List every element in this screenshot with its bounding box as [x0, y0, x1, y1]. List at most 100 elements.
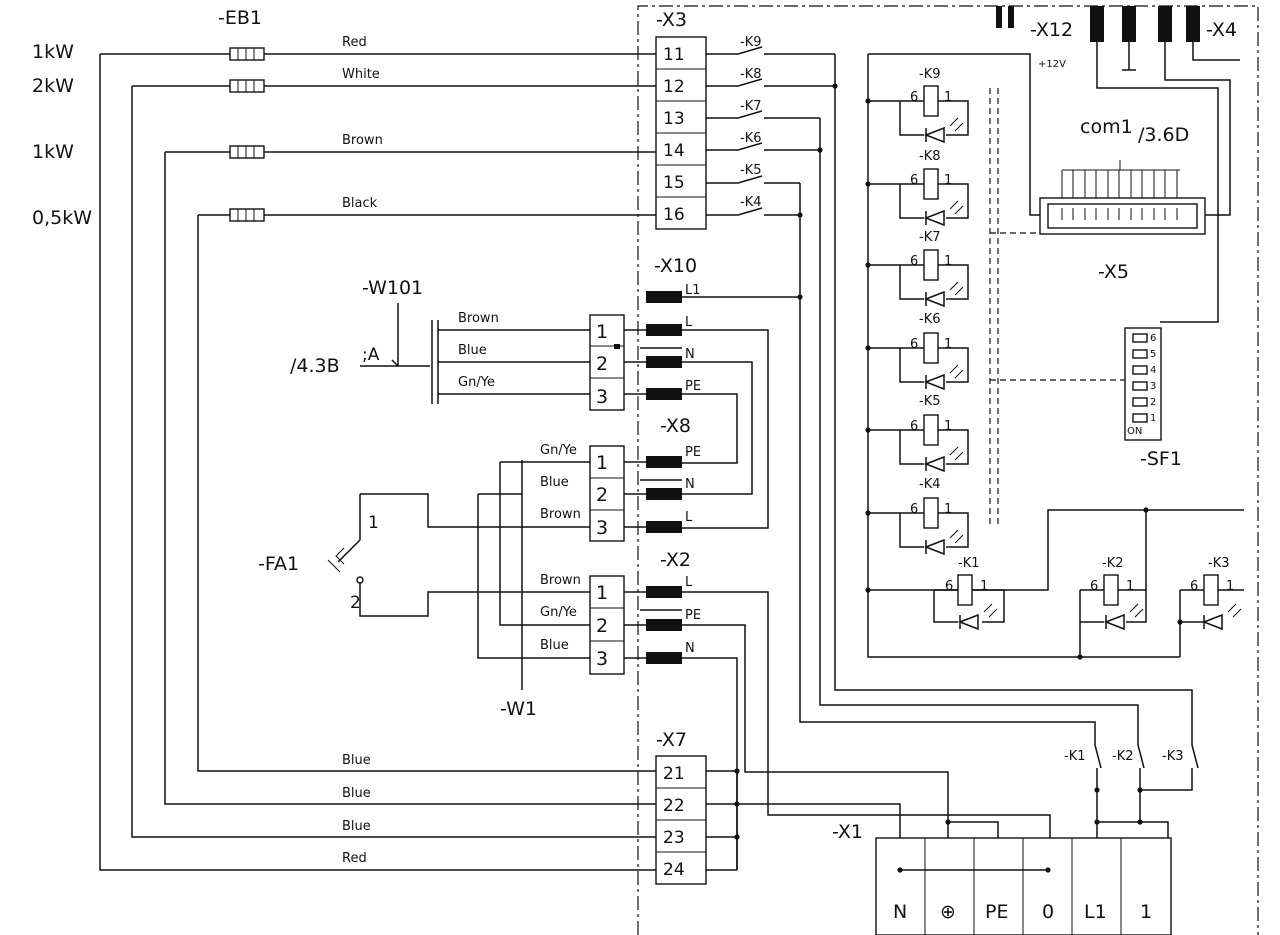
relay-coils	[865, 53, 1180, 658]
x7-terminal-24: 24	[663, 860, 685, 880]
fa1-conn-pin-2: 2	[596, 484, 608, 506]
coil-k4-pin-b: 1	[944, 502, 952, 517]
coil-k1-pin-a: 6	[945, 579, 953, 594]
fa1-color-brown: Brown	[540, 507, 581, 522]
x3-ref: -X3	[656, 9, 687, 31]
x1-terminal-n: N	[893, 901, 907, 923]
w1-color-gnye: Gn/Ye	[540, 605, 577, 620]
x2-pin-pe: PE	[685, 608, 701, 623]
power-label-2: 2kW	[32, 75, 74, 97]
x3-terminal-14: 14	[663, 141, 685, 161]
x10-pin-l: L	[685, 315, 693, 330]
power-label-4: 0,5kW	[32, 207, 92, 229]
w1-pin-2: 2	[596, 615, 608, 637]
relay-coil-k9: -K9 6 1	[868, 67, 969, 144]
wire-color-blue-1: Blue	[342, 753, 371, 768]
wire-color-blue-2: Blue	[342, 786, 371, 801]
fa1-pin-2: 2	[350, 593, 361, 613]
x1-terminal-pe: PE	[985, 901, 1008, 923]
mains-contact-k3: -K3	[1162, 749, 1184, 764]
coil-k5-pin-b: 1	[944, 419, 952, 434]
relay-coil-k8: -K8 6 1	[868, 149, 969, 227]
x5-ref: -X5	[1098, 261, 1129, 283]
x8-ref: -X8	[660, 415, 691, 437]
coil-k3-pin-b: 1	[1226, 579, 1234, 594]
x7-terminal-23: 23	[663, 828, 685, 848]
x8-pin-pe: PE	[685, 445, 701, 460]
dip-switch-sf1: 6 5 4 3 2 1 ON -SF1	[1124, 327, 1182, 470]
coil-k7-pin-a: 6	[910, 254, 918, 269]
x3-terminal-11: 11	[663, 45, 685, 65]
coil-k6-ref: -K6	[919, 312, 941, 327]
x10-pin-n: N	[685, 347, 695, 362]
w101-pin-2: 2	[596, 353, 608, 375]
w101-pin-3: 3	[596, 386, 608, 408]
w101-color-gnye: Gn/Ye	[458, 375, 495, 390]
connector-x4: -X4	[1090, 6, 1240, 323]
heater-eb1: -EB1	[218, 7, 265, 222]
power-label-3: 1kW	[32, 141, 74, 163]
coil-k8-pin-a: 6	[910, 173, 918, 188]
relay-coils-bottom	[868, 507, 1244, 660]
coil-k5-pin-a: 6	[910, 419, 918, 434]
coil-k5-ref: -K5	[919, 394, 941, 409]
connector-x2: -X2 L PE N 1 2 3 Brown Gn/Ye Blue	[540, 549, 1051, 870]
enclosure-border	[637, 5, 1259, 935]
x8-pin-n: N	[685, 477, 695, 492]
coil-k2-pin-b: 1	[1126, 579, 1134, 594]
dip-pos-3: 3	[1150, 381, 1156, 392]
x2-ref: -X2	[660, 549, 691, 571]
wire-color-brown: Brown	[342, 133, 383, 148]
x10-pin-l1: L1	[685, 283, 701, 298]
coil-k1-pin-b: 1	[980, 579, 988, 594]
heater-element-2	[229, 79, 265, 93]
coil-k9-pin-b: 1	[944, 90, 952, 105]
x2-pin-l: L	[685, 575, 693, 590]
x8-pin-l: L	[685, 510, 693, 525]
relay-coil-k5: -K5 6 1	[868, 394, 969, 473]
coil-k3-ref: -K3	[1208, 556, 1230, 571]
supply-label: +12V	[1038, 59, 1066, 70]
coil-k4-pin-a: 6	[910, 502, 918, 517]
dip-on-label: ON	[1127, 426, 1142, 437]
w1-pin-3: 3	[596, 648, 608, 670]
heater-wiring	[99, 53, 656, 871]
wire-color-red-bottom: Red	[342, 851, 367, 866]
relay-contacts: -K9 -K8 -K7 -K6 -K5 -K4	[706, 35, 838, 218]
relay-coil-k3: -K3 6 1	[1179, 556, 1244, 657]
x3-terminal-12: 12	[663, 77, 685, 97]
wire-color-white: White	[342, 67, 380, 82]
relay-coil-k7: -K7 6 1	[868, 230, 969, 308]
fa1-ref: -FA1	[258, 553, 299, 575]
terminal-block-x1: -X1 N ⊕ PE 0 L1 1	[832, 819, 1172, 935]
relay-coil-k6: -K6 6 1	[868, 312, 969, 391]
power-label-1: 1kW	[32, 41, 74, 63]
connector-x12: -X12 +12V	[996, 6, 1073, 70]
w1-ref: -W1	[500, 698, 537, 720]
contact-k8: -K8	[740, 67, 762, 82]
contact-k5: -K5	[740, 163, 762, 178]
coil-k2-ref: -K2	[1102, 556, 1124, 571]
x1-ref: -X1	[832, 821, 863, 843]
x3-terminal-15: 15	[663, 173, 685, 193]
fa1-conn-pin-1: 1	[596, 452, 608, 474]
coil-k8-ref: -K8	[919, 149, 941, 164]
relay-coil-k2: -K2 6 1	[1079, 556, 1147, 657]
wire-color-blue-3: Blue	[342, 819, 371, 834]
heater-ref: -EB1	[218, 7, 262, 29]
contact-k6: -K6	[740, 131, 762, 146]
fa1-pin-1: 1	[368, 513, 379, 533]
terminal-block-x3: -X3 11 12 13 14 15 16	[655, 9, 707, 230]
coil-k7-ref: -K7	[919, 230, 941, 245]
coil-k8-pin-b: 1	[944, 173, 952, 188]
coil-k4-ref: -K4	[919, 477, 941, 492]
x3-terminal-13: 13	[663, 109, 685, 129]
heater-element-3	[229, 145, 265, 159]
connector-x8: -X8 PE N L 1 2 3 Gn/Ye Blue Brown	[540, 415, 701, 542]
com-port-x5: com1 /3.6D -X5	[1039, 116, 1206, 283]
fa1-color-blue: Blue	[540, 475, 569, 490]
x12-ref: -X12	[1030, 19, 1073, 41]
coil-k7-pin-b: 1	[944, 254, 952, 269]
fa1-color-gnye: Gn/Ye	[540, 443, 577, 458]
